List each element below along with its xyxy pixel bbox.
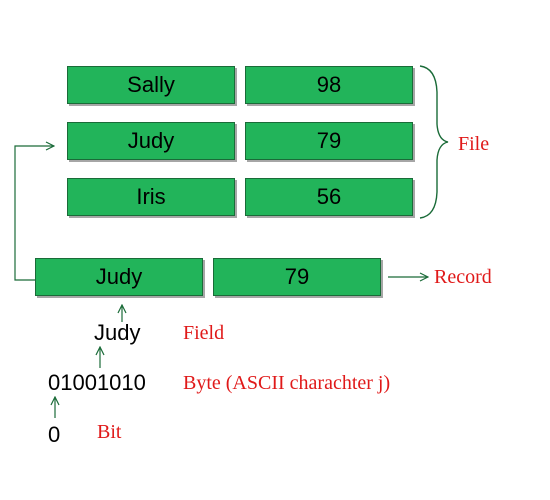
file-row-1-name: Sally xyxy=(67,66,235,104)
field-value: Judy xyxy=(94,320,141,345)
file-row-3-name: Iris xyxy=(67,178,235,216)
file-label: File xyxy=(458,133,490,155)
file-brace xyxy=(419,65,449,219)
bit-value: 0 xyxy=(48,422,61,447)
file-row-2-score: 79 xyxy=(245,122,413,160)
record-label: Record xyxy=(434,266,492,288)
field-label: Field xyxy=(183,322,225,344)
file-row-1-score: 98 xyxy=(245,66,413,104)
file-row-2-name: Judy xyxy=(67,122,235,160)
file-row-3-score: 56 xyxy=(245,178,413,216)
bit-label: Bit xyxy=(97,421,122,443)
byte-label: Byte (ASCII charachter j) xyxy=(183,372,391,394)
record-score: 79 xyxy=(213,258,381,296)
record-name: Judy xyxy=(35,258,203,296)
byte-value: 01001010 xyxy=(48,370,146,395)
